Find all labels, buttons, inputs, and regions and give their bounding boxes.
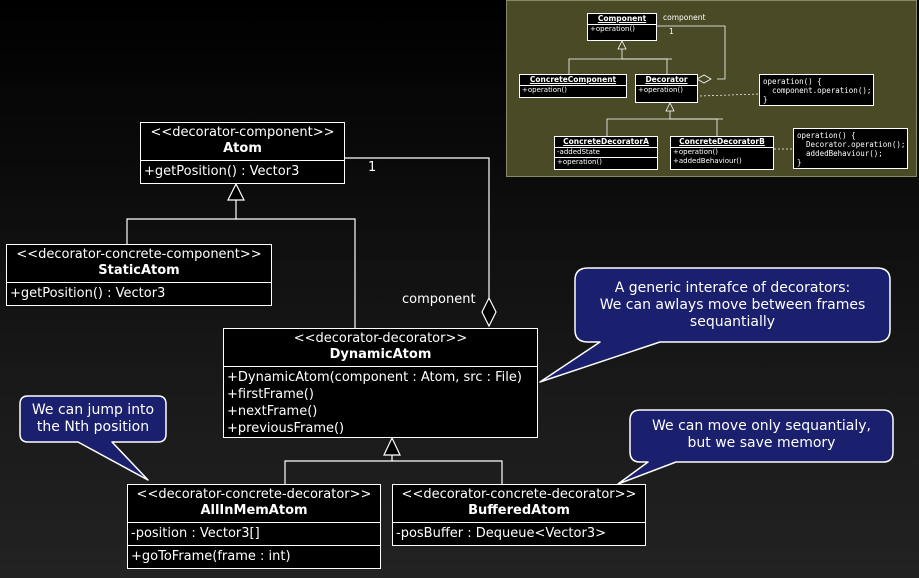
mini-note-line: operation() { (797, 131, 856, 140)
static-atom-operation: +getPosition() : Vector3 (10, 286, 166, 301)
dynamic-atom-operation: +firstFrame() (227, 387, 314, 402)
callout-memory-line: We can move only sequantialy, (651, 418, 871, 434)
mini-note-line: operation() { (763, 77, 822, 86)
association-multiplicity: 1 (368, 160, 377, 175)
static-atom-stereotype: <<decorator-concrete-component>> (16, 247, 262, 262)
mini-concrete-decorator-b-name: ConcreteDecoratorB (671, 137, 773, 148)
mini-class-concrete-component: ConcreteComponent +operation() (519, 74, 627, 98)
dynamic-atom-name: DynamicAtom (329, 347, 432, 362)
mini-concrete-decorator-a-name: ConcreteDecoratorA (555, 137, 657, 148)
class-buffered-atom[interactable]: <<decorator-concrete-decorator>> Buffere… (392, 484, 646, 546)
mini-note-line: } (763, 95, 768, 104)
class-all-in-mem-atom-header: <<decorator-concrete-decorator>> AllInMe… (128, 485, 380, 523)
callout-jump-line: We can jump into (31, 402, 155, 418)
all-in-mem-atom-operations: +goToFrame(frame : int) (128, 546, 380, 568)
class-static-atom[interactable]: <<decorator-concrete-component>> StaticA… (6, 244, 272, 306)
dynamic-inheritance-arrow (383, 436, 401, 456)
buffered-generalization (392, 460, 503, 484)
atom-stereotype: <<decorator-component>> (150, 125, 335, 140)
mini-note-line: Decorator.operation(); (797, 140, 906, 149)
static-atom-name: StaticAtom (98, 263, 180, 278)
class-dynamic-atom[interactable]: <<decorator-decorator>> DynamicAtom +Dyn… (223, 328, 538, 438)
class-atom-header: <<decorator-component>> Atom (141, 123, 344, 161)
mini-note-line: } (797, 158, 802, 167)
buffered-atom-stereotype: <<decorator-concrete-decorator>> (401, 487, 637, 502)
mini-role-label: component (663, 13, 706, 22)
callout-generic-line: sequantially (689, 314, 776, 330)
mini-note-concrete-decorator-b: operation() { Decorator.operation(); add… (793, 128, 908, 169)
callout-memory: We can move only sequantialy, but we sav… (630, 418, 893, 452)
mini-decorator-op: +operation() (638, 86, 683, 94)
callout-generic-line: We can awlays move between frames (599, 297, 866, 313)
mini-note-line: addedBehaviour(); (797, 149, 883, 158)
mini-concrete-decorator-b-ops: +operation() +addedBehaviour() (671, 148, 773, 166)
mini-note-decorator: operation() { component.operation(); } (759, 74, 874, 106)
component-association (344, 157, 490, 298)
dynamic-atom-operation: +previousFrame() (227, 421, 345, 436)
all-in-mem-atom-operation: +goToFrame(frame : int) (131, 549, 291, 564)
buffered-atom-attributes: -posBuffer : Dequeue<Vector3> (393, 523, 645, 545)
static-atom-generalization (126, 200, 237, 244)
class-all-in-mem-atom[interactable]: <<decorator-concrete-decorator>> AllInMe… (127, 484, 381, 569)
class-buffered-atom-header: <<decorator-concrete-decorator>> Buffere… (393, 485, 645, 523)
all-in-mem-atom-stereotype: <<decorator-concrete-decorator>> (136, 487, 372, 502)
all-in-mem-generalization (284, 455, 393, 484)
class-atom[interactable]: <<decorator-component>> Atom +getPositio… (140, 122, 345, 184)
all-in-mem-atom-attribute: -position : Vector3[] (131, 526, 260, 541)
mini-concrete-decorator-a-op: +operation() (557, 158, 602, 166)
reference-decorator-diagram: Component +operation() component 1 Concr… (506, 0, 917, 177)
mini-concrete-decorator-b-op: +operation() (673, 148, 718, 156)
mini-class-concrete-decorator-b: ConcreteDecoratorB +operation() +addedBe… (670, 136, 774, 170)
mini-concrete-component-name: ConcreteComponent (520, 75, 626, 86)
dynamic-atom-stereotype: <<decorator-decorator>> (293, 331, 468, 346)
atom-name: Atom (223, 141, 262, 156)
all-in-mem-atom-attributes: -position : Vector3[] (128, 523, 380, 546)
buffered-atom-name: BufferedAtom (468, 503, 570, 518)
mini-concrete-decorator-b-op: +addedBehaviour() (673, 157, 742, 165)
mini-class-concrete-decorator-a: ConcreteDecoratorA -addedState +operatio… (554, 136, 658, 170)
atom-operation: +getPosition() : Vector3 (144, 164, 300, 179)
callout-jump: We can jump into the Nth position (20, 402, 166, 436)
dynamic-atom-operation: +nextFrame() (227, 404, 318, 419)
mini-component-op: +operation() (590, 25, 635, 33)
class-static-atom-header: <<decorator-concrete-component>> StaticA… (7, 245, 271, 283)
mini-connectors (568, 25, 793, 150)
callout-memory-line: but we save memory (687, 435, 836, 451)
class-dynamic-atom-header: <<decorator-decorator>> DynamicAtom (224, 329, 537, 367)
dynamic-atom-operations: +DynamicAtom(component : Atom, src : Fil… (224, 367, 537, 440)
callout-jump-line: the Nth position (36, 419, 150, 435)
mini-concrete-component-op: +operation() (522, 86, 567, 94)
callout-generic-line: A generic interafce of decorators: (614, 280, 851, 296)
dynamic-atom-operation: +DynamicAtom(component : Atom, src : Fil… (227, 370, 522, 385)
mini-concrete-decorator-a-attr: -addedState (555, 148, 657, 158)
atom-inheritance-arrow (227, 182, 245, 201)
buffered-atom-attribute: -posBuffer : Dequeue<Vector3> (396, 526, 606, 541)
aggregation-diamond (481, 296, 497, 328)
atom-operations: +getPosition() : Vector3 (141, 161, 344, 183)
static-atom-operations: +getPosition() : Vector3 (7, 283, 271, 305)
mini-component-name: Component (588, 14, 656, 25)
mini-class-component: Component +operation() (587, 13, 657, 41)
mini-decorator-name: Decorator (636, 75, 697, 86)
mini-note-line: component.operation(); (763, 86, 872, 95)
callout-generic: A generic interafce of decorators: We ca… (575, 280, 890, 331)
association-role: component (402, 292, 476, 307)
all-in-mem-atom-name: AllInMemAtom (200, 503, 308, 518)
mini-multiplicity-label: 1 (669, 27, 674, 36)
mini-class-decorator: Decorator +operation() (635, 74, 698, 103)
